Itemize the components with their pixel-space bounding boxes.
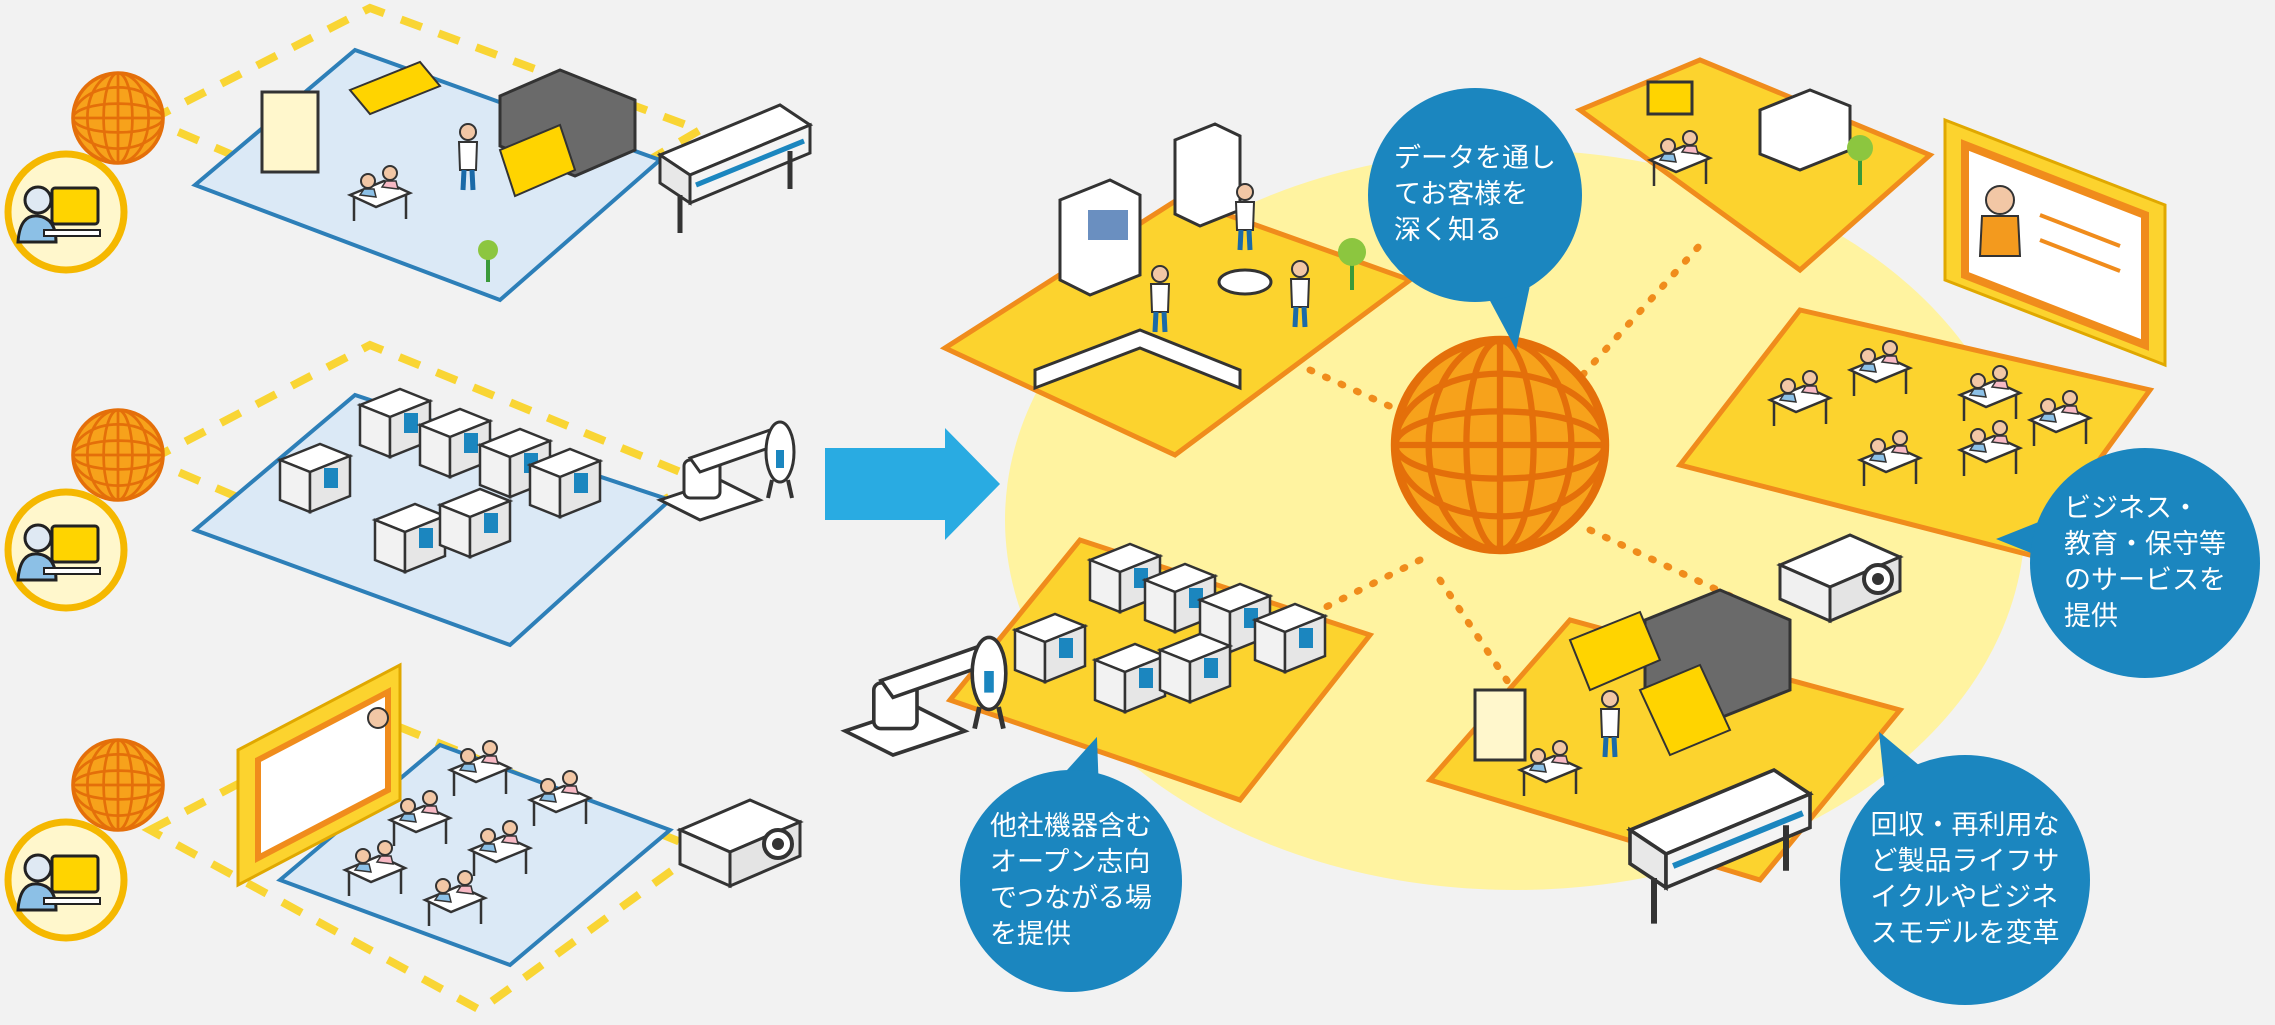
office-round-table xyxy=(1217,268,1273,296)
globe-icon xyxy=(71,71,165,165)
user-at-computer-icon xyxy=(8,822,124,938)
callout-right: ビジネス・ 教育・保守等 のサービスを 提供 xyxy=(2030,448,2260,678)
office-plant xyxy=(1338,238,1366,290)
print-board xyxy=(1473,688,1527,762)
silo-office-plant xyxy=(478,240,498,282)
callout-right-text: ビジネス・ 教育・保守等 のサービスを 提供 xyxy=(2064,493,2226,632)
robot-arm-icon xyxy=(658,420,796,522)
remote-office-monitor xyxy=(1646,80,1694,116)
callout-bottom-left: 他社機器含む オープン志向 でつながる場 を提供 xyxy=(960,770,1182,992)
silo-classroom-screen xyxy=(236,662,402,888)
office-lounge-desk xyxy=(1033,328,1242,391)
globe-icon xyxy=(71,738,165,832)
callout-bottom-right: 回収・再利用な ど製品ライフサ イクルやビジネ スモデルを変革 xyxy=(1840,755,2090,1005)
globe-icon xyxy=(1395,340,1605,550)
robot-arm-icon xyxy=(845,637,1006,755)
print-yellow-cloth xyxy=(1568,610,1662,692)
office-kiosk-screen xyxy=(1088,210,1128,240)
print-yellow-banner xyxy=(1638,663,1732,757)
remote-office-plant xyxy=(1847,135,1873,185)
arrow-right-icon xyxy=(825,428,1000,540)
user-at-computer-icon xyxy=(8,154,124,270)
classroom-screen xyxy=(1943,117,2167,368)
silo-office-yellow-cloth xyxy=(498,123,577,198)
globe-icon xyxy=(71,408,165,502)
office-copier xyxy=(1173,122,1242,228)
silo-office-board xyxy=(260,90,320,174)
callout-top: データを通し てお客様を 深く知る xyxy=(1368,88,1582,302)
user-at-computer-icon xyxy=(8,492,124,608)
siloed-environments xyxy=(8,3,810,1015)
callout-bottom-left-text: 他社機器含む オープン志向 でつながる場 を提供 xyxy=(990,811,1152,950)
callout-bottom-right-text: 回収・再利用な ど製品ライフサ イクルやビジネ スモデルを変革 xyxy=(1870,810,2060,949)
classroom-platform xyxy=(1675,307,2155,558)
silo-office-fabric xyxy=(348,60,442,116)
callout-top-text: データを通し てお客様を 深く知る xyxy=(1394,143,1556,246)
connected-ecosystem xyxy=(845,57,2167,924)
projector-icon xyxy=(678,798,802,888)
